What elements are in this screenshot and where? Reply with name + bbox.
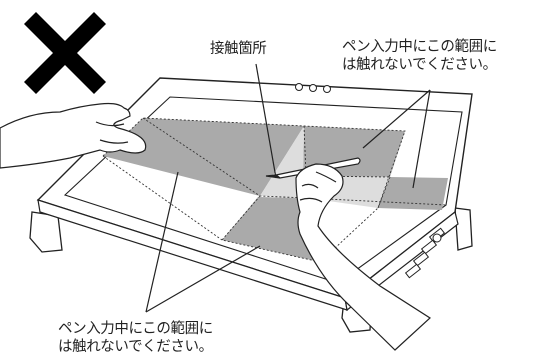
no-touch-warning-top-right: ペン入力中にこの範囲に は触れないでください。 bbox=[342, 38, 497, 74]
right-hand-with-pen bbox=[265, 157, 431, 351]
warning-line-2: は触れないでください。 bbox=[342, 57, 497, 73]
no-touch-warning-bottom-left: ペン入力中にこの範囲に は触れないでください。 bbox=[58, 320, 213, 356]
screen-grid-lines bbox=[102, 117, 447, 263]
callout-lines bbox=[145, 63, 431, 313]
warning-line-2: は触れないでください。 bbox=[58, 339, 213, 355]
left-hand bbox=[0, 102, 147, 169]
warning-line-1: ペン入力中にこの範囲に bbox=[342, 39, 497, 55]
contact-zone bbox=[260, 126, 390, 208]
prohibited-x-icon bbox=[23, 11, 107, 95]
warning-line-1: ペン入力中にこの範囲に bbox=[58, 321, 213, 337]
contact-point-label: 接触箇所 bbox=[210, 41, 267, 57]
bezel-buttons bbox=[295, 83, 331, 93]
side-ports bbox=[404, 227, 446, 279]
